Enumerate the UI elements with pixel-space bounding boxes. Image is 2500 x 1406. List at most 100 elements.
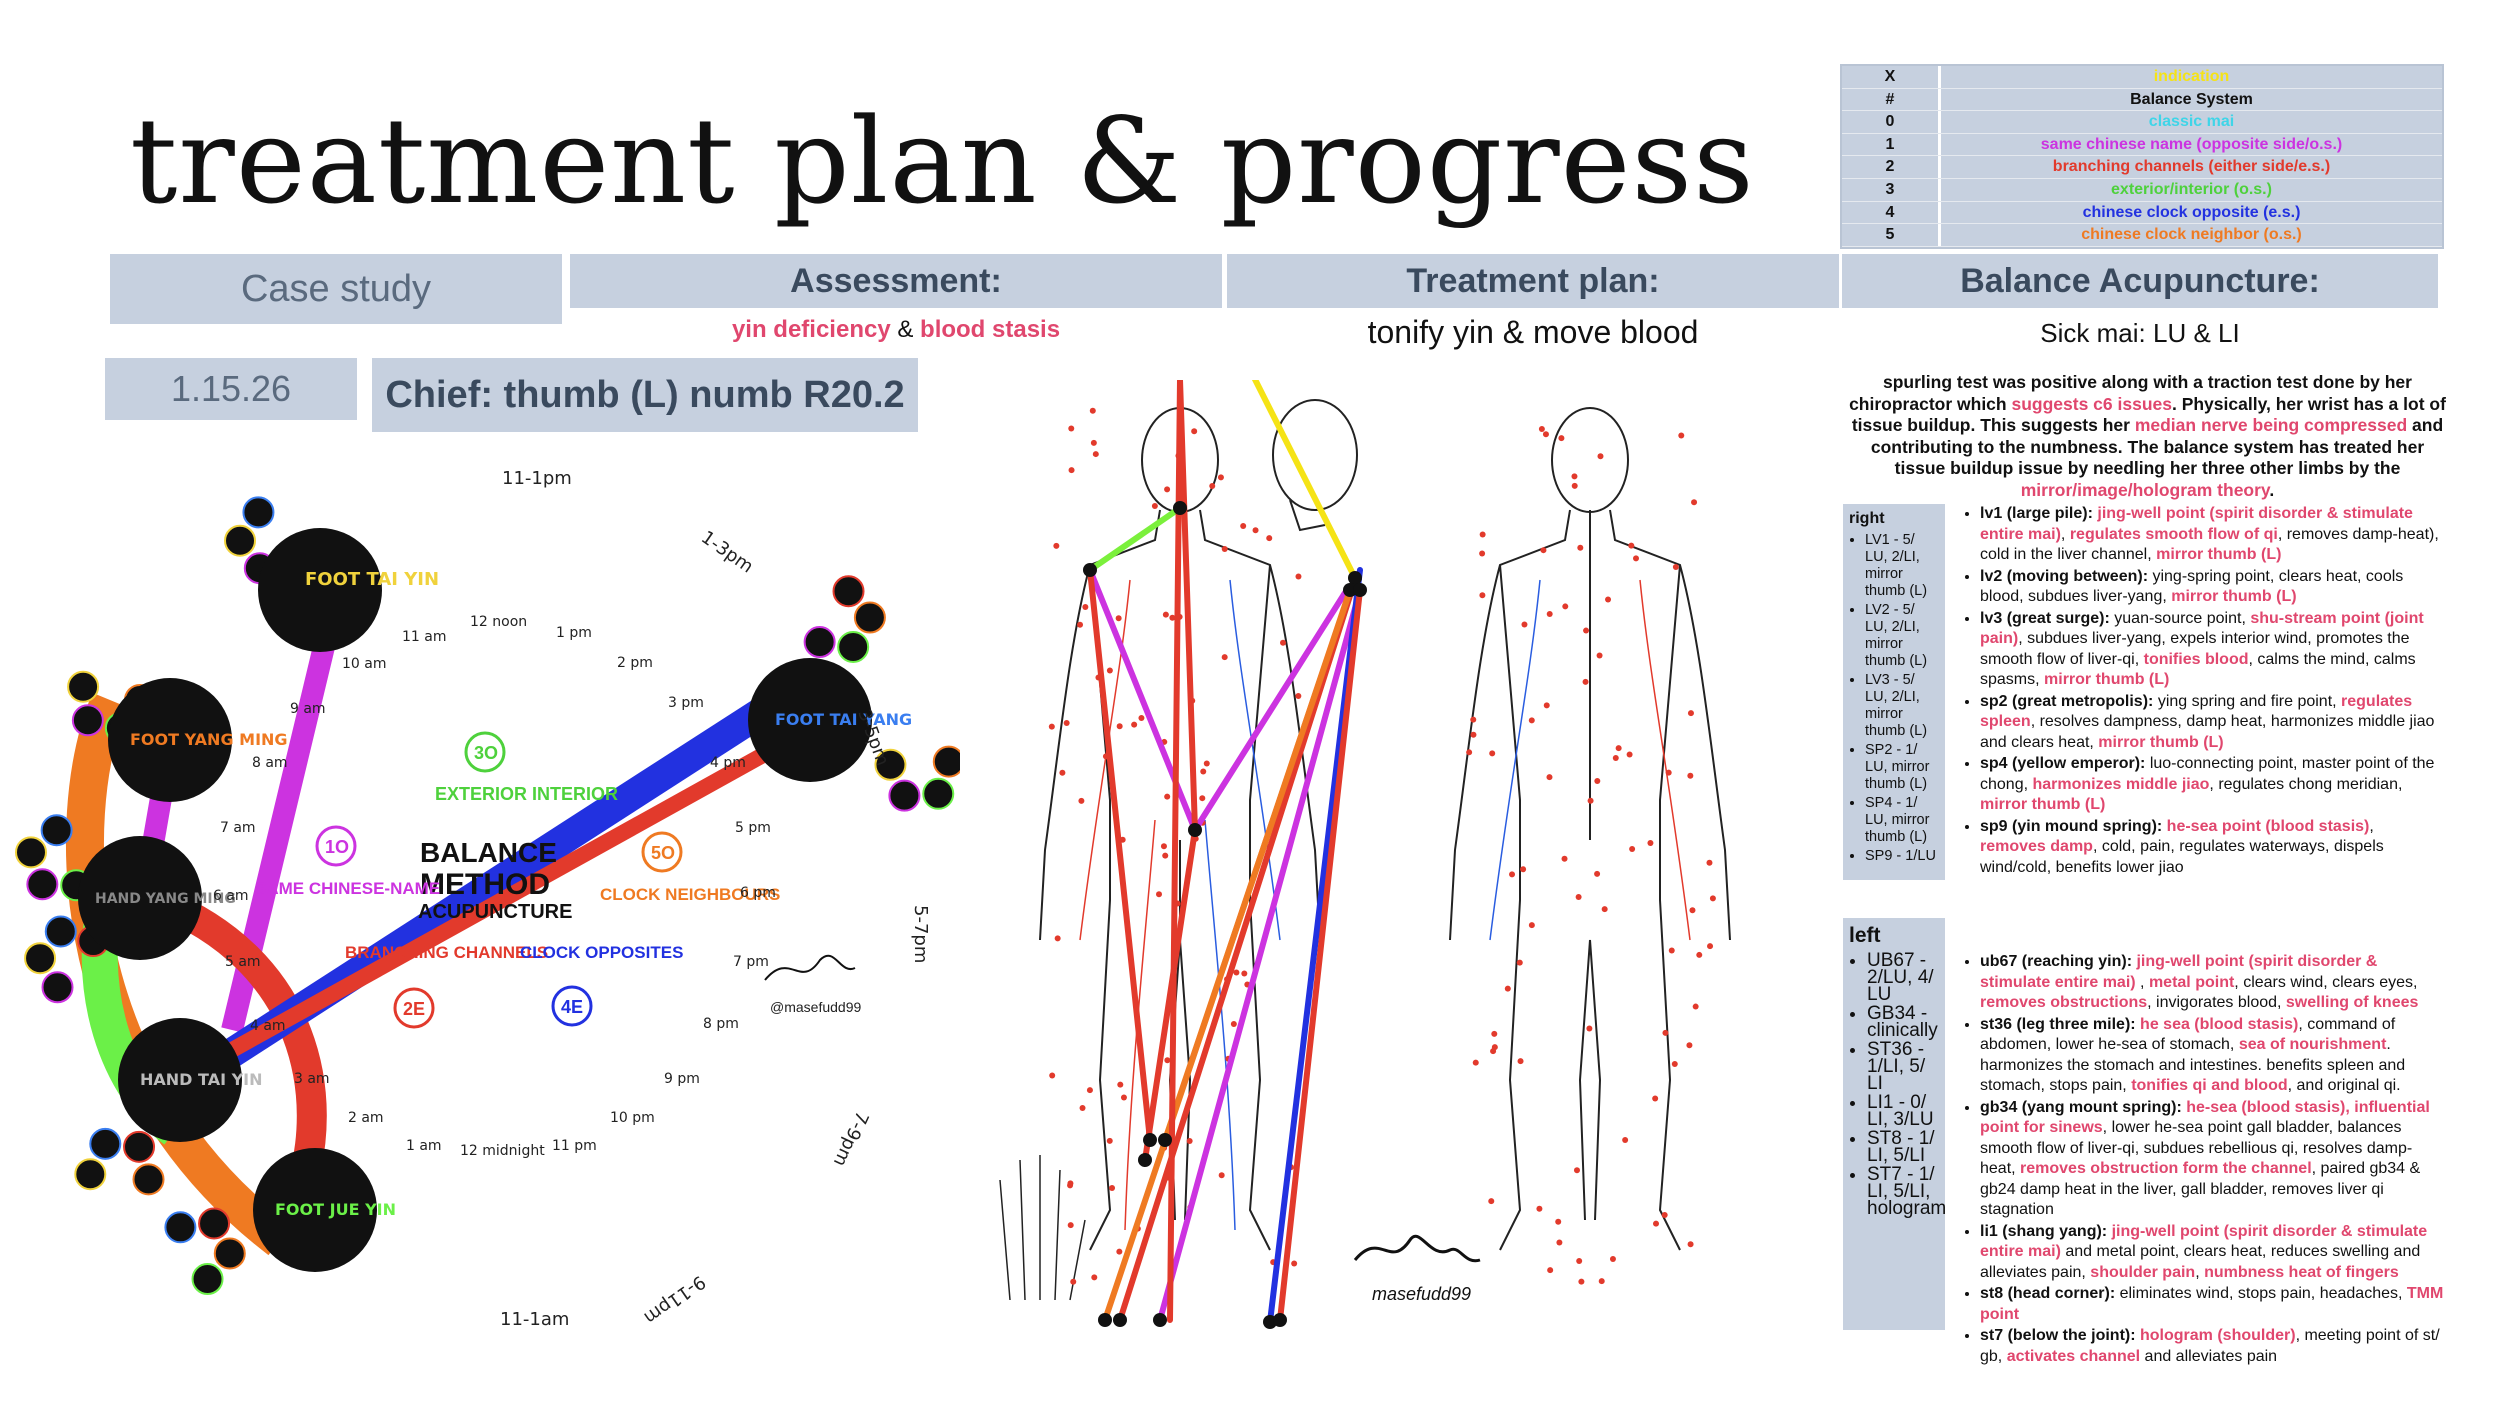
point-highlight: hologram (shoulder) (2140, 1327, 2296, 1344)
acupoint-dot (1546, 610, 1553, 617)
legend-key: 0 (1842, 111, 1941, 133)
clock-time-label: 9 pm (664, 1071, 700, 1087)
point-name: sp2 (great metropolis): (1980, 692, 2158, 710)
point-text: , calms the mind, calms spasms, (1980, 650, 2416, 689)
acupoint-dot (1678, 432, 1685, 439)
acupoint-dot (1089, 407, 1096, 414)
acupoint-dot (1090, 439, 1097, 446)
hand-yang-ming-node: HAND YANG MING (78, 836, 236, 960)
acupoint-dot (1059, 769, 1066, 776)
point-detail: gb34 (yang mount spring): he-sea (blood … (1980, 1098, 2444, 1221)
branching-line-5 (1087, 567, 1153, 1143)
point-detail: lv2 (moving between): ying-spring point,… (1980, 567, 2444, 608)
anatomy-illustration: masefudd99 (999, 380, 1731, 1329)
point-text: luo-connecting point, master point of th… (1980, 755, 2435, 793)
branching-line-1 (1177, 380, 1198, 833)
right-point-item: LV1 - 5/ LU, 2/LI, mirror thumb (L) (1865, 532, 1939, 600)
mini-point-circle (198, 1207, 231, 1240)
branching-line-4 (1277, 587, 1363, 1323)
back-body-figure (1449, 407, 1731, 1251)
needle-node (1343, 583, 1357, 597)
legend-key: 1 (1842, 133, 1941, 156)
point-highlight: he-sea point (blood stasis) (2166, 817, 2370, 835)
system-4-label: CLOCK OPPOSITES (520, 943, 683, 962)
point-detail: sp9 (yin mound spring): he-sea point (bl… (1980, 817, 2444, 879)
mini-point-circle (67, 670, 100, 703)
point-text: , command of abdomen, lower he-sea of st… (1980, 1015, 2396, 1054)
mini-point-circle (932, 745, 960, 778)
point-highlight: removes obstruction form the channel (2020, 1160, 2312, 1177)
acupoint-dot (1536, 1205, 1543, 1212)
clock-time-label: 11 am (402, 629, 446, 645)
right-points-details: lv1 (large pile): jing-well point (spiri… (1962, 504, 2444, 879)
acupoint-dot (1217, 474, 1224, 481)
point-detail: ub67 (reaching yin): jing-well point (sp… (1980, 952, 2444, 1014)
acupoint-dot (1186, 1138, 1193, 1145)
acupoint-dot (1117, 1081, 1124, 1088)
paragraph-text-2: . Physically, her wrist has a lot of tis… (1851, 393, 2446, 436)
point-name: lv1 (large pile): (1980, 505, 2098, 522)
left-points-panel: left UB67 - 2/LU, 4/ LUGB34 - clinically… (1843, 918, 1946, 1330)
clock-time-label: 9-11pm (640, 1271, 709, 1328)
legend-row: #Balance System (1842, 88, 2442, 112)
foot-tai-yang-label: FOOT TAI YANG (775, 710, 912, 729)
point-text: , paired gb34 & gb24 damp heat in the li… (1980, 1160, 2421, 1218)
acupoint-dot (1661, 1212, 1668, 1219)
point-highlight: he sea (blood stasis) (2140, 1015, 2299, 1033)
acupoint-dot (1575, 893, 1582, 900)
point-highlight: jing-well point (spirit disorder & stimu… (1980, 1222, 2428, 1261)
mini-point-circle (922, 777, 955, 810)
legend-key: 3 (1842, 178, 1941, 201)
system-1-badge (315, 825, 357, 867)
point-highlight: swelling of knees (2285, 994, 2419, 1011)
acupoint-dot (1169, 614, 1176, 621)
acupoint-dot (1662, 1029, 1669, 1036)
method-label-method: METHOD (420, 868, 550, 901)
point-text: yuan-source point, (2114, 609, 2251, 627)
point-highlight: TMM point (1980, 1285, 2444, 1323)
clock-time-label: 12 midnight (460, 1143, 545, 1159)
acupoint-dot (1555, 1218, 1562, 1225)
assessment-yin: yin deficiency (731, 316, 891, 343)
acupoint-dot (1086, 1087, 1093, 1094)
acupoint-dot (1687, 710, 1694, 717)
clock-time-label: 10 pm (610, 1110, 655, 1126)
acupoint-dot (1092, 451, 1099, 458)
point-detail: lv1 (large pile): jing-well point (spiri… (1980, 504, 2444, 566)
acupoint-dot (1628, 542, 1635, 549)
clock-time-label: 1-3pm (697, 527, 757, 578)
acupoint-dot (1488, 1198, 1495, 1205)
point-highlight: jing-well point (spirit disorder & stimu… (1980, 953, 2378, 991)
point-detail: lv3 (great surge): yuan-source point, sh… (1980, 609, 2444, 691)
needle-nodes (1083, 501, 1367, 1329)
acupoint-dot (1528, 717, 1535, 724)
acupoint-dot (1160, 843, 1167, 850)
clock-time-label: 2 am (348, 1110, 384, 1126)
point-detail: st36 (leg three mile): he sea (blood sta… (1980, 1015, 2444, 1097)
point-highlight: numbness heat of fingers (2204, 1263, 2399, 1281)
point-name: lv2 (moving between): (1980, 567, 2153, 585)
acupoint-dot (1472, 1059, 1479, 1066)
mini-point-circle (26, 868, 59, 901)
acupoint-dot (1479, 550, 1486, 557)
right-label: right (1849, 510, 1885, 527)
point-detail: sp4 (yellow emperor): luo-connecting poi… (1980, 754, 2444, 816)
acupoint-dot (1578, 1278, 1585, 1285)
assessment-amp: & (897, 316, 914, 343)
sick-mai-text: Sick mai: LU & LI (2040, 318, 2240, 348)
acupoint-dot (1706, 859, 1713, 866)
case-paragraph: spurling test was positive along with a … (1845, 372, 2450, 501)
acupoint-dot (1470, 716, 1477, 723)
foot-yang-ming-label: FOOT YANG MING (130, 730, 288, 749)
acupoint-dot (1573, 1167, 1580, 1174)
signature-text: masefudd99 (1372, 1284, 1471, 1304)
acupoint-dot (1266, 535, 1273, 542)
acupoint-dot (1295, 692, 1302, 699)
legend-key: # (1842, 88, 1941, 111)
acupoint-dot (1203, 760, 1210, 767)
right-points-list: LV1 - 5/ LU, 2/LI, mirror thumb (L)LV2 -… (1849, 532, 1939, 865)
acupoint-dot (1601, 906, 1608, 913)
branching-band-2 (156, 733, 794, 1097)
right-point-item: SP2 - 1/ LU, mirror thumb (L) (1865, 742, 1939, 793)
